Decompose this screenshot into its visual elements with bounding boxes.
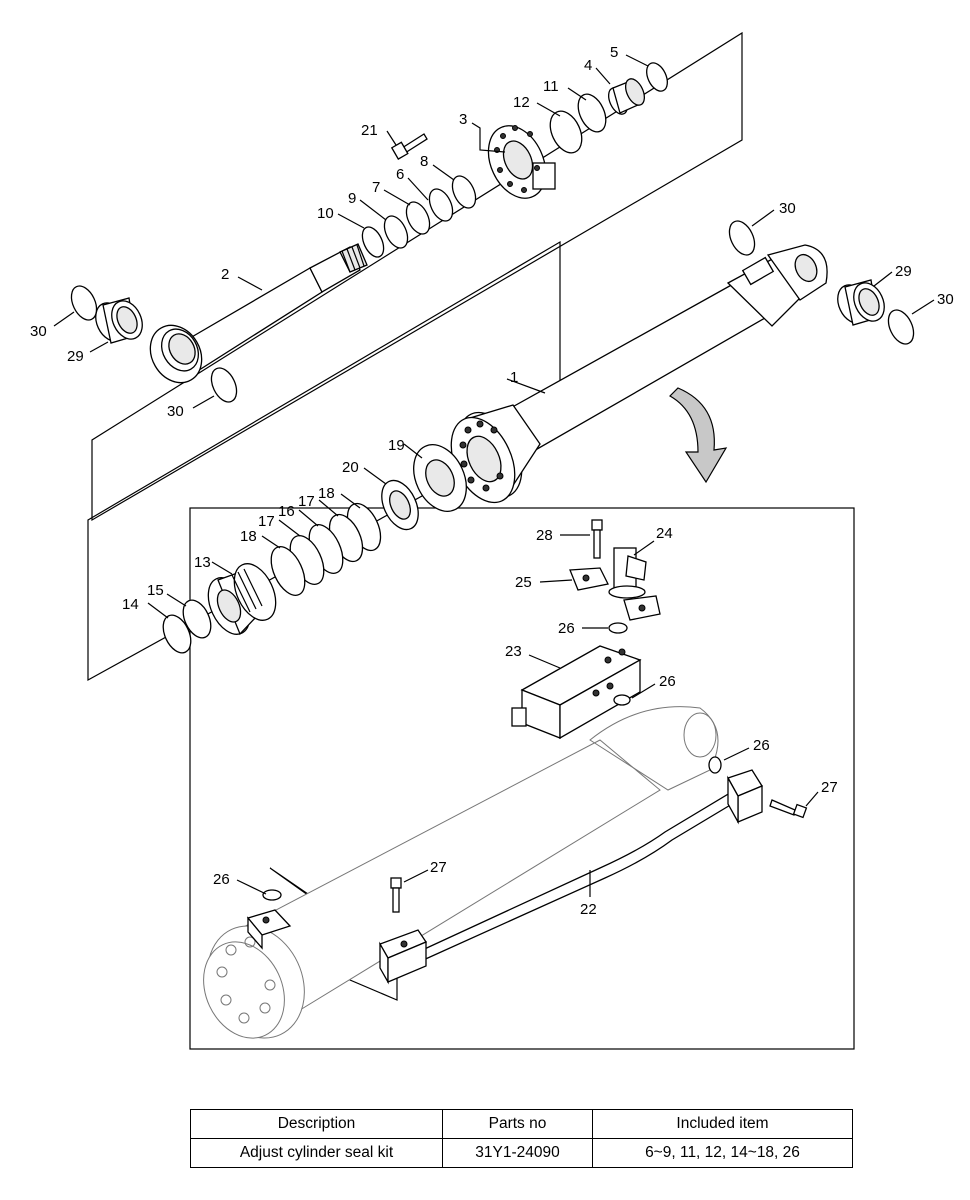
callout-25: 25 [515,574,532,591]
callout-24: 24 [656,525,673,542]
callout-28: 28 [536,527,553,544]
oring-26b [613,694,631,706]
seal-12 [549,110,583,154]
rod-cover-part [487,125,556,199]
retaining-ring-30a [70,285,98,321]
rod-assembly-panel [91,31,743,522]
callout-8: 8 [420,153,428,170]
bolt-27-upper [769,799,808,819]
callout-7: 7 [372,179,380,196]
seal-kit-table: Description Parts no Included item Adjus… [190,1109,853,1168]
callout-26d: 26 [213,871,230,888]
callout-17a: 17 [298,493,315,510]
seal-11 [577,93,607,133]
seal-15 [182,599,212,639]
callout-20: 20 [342,459,359,476]
cylinder-tube-ghost [203,706,719,1039]
callout-10: 10 [317,205,334,222]
callout-21: 21 [361,122,378,139]
bolt-27-lower [390,877,402,913]
pipe-flange-upper [246,909,292,950]
callout-27a: 27 [821,779,838,796]
seal-7 [405,201,431,235]
pin-bushing-right [837,279,885,326]
callout-29b: 29 [895,263,912,280]
callout-18a: 18 [318,485,335,502]
exploded-parts-diagram: 1 2 3 4 5 6 7 8 9 10 11 12 21 30 29 30 3… [30,31,954,1050]
callout-4: 4 [584,57,592,74]
callout-27b: 27 [430,859,447,876]
pipe-assembly-panel [189,507,855,1050]
seal-8 [451,175,477,209]
cylinder-tube-part [450,244,828,504]
callout-30a: 30 [30,323,47,340]
cell-included-item: 6~9, 11, 12, 14~18, 26 [592,1138,853,1168]
retaining-ring-30c [728,220,756,256]
cell-description: Adjust cylinder seal kit [190,1138,443,1168]
seal-18b [270,546,306,596]
oring-26c [708,756,722,774]
callout-22: 22 [580,901,597,918]
callout-15: 15 [147,582,164,599]
piston-13 [207,563,277,636]
callout-19: 19 [388,437,405,454]
callout-5: 5 [610,44,618,61]
callout-30b: 30 [167,403,184,420]
callout-26b: 26 [659,673,676,690]
callout-13: 13 [194,554,211,571]
leader-lines [53,54,935,897]
flange-25 [569,567,661,621]
callout-29a: 29 [67,348,84,365]
callout-23: 23 [505,643,522,660]
bolt-28 [591,519,603,559]
washer-20 [381,479,419,531]
seal-10 [361,226,385,258]
pin-bushing-left [95,297,143,344]
callout-26c: 26 [753,737,770,754]
callout-16: 16 [278,503,295,520]
bolt-21 [390,133,428,160]
elbow-fitting-24 [608,547,647,599]
piston-rod-part [149,243,368,384]
cell-parts-no: 31Y1-24090 [442,1138,593,1168]
detail-arrow [669,387,728,484]
oring-26d [262,889,282,901]
seal-14 [162,614,192,654]
check-valve-block-23 [511,645,642,740]
oring-26a [608,622,628,634]
callout-14: 14 [122,596,139,613]
callout-17b: 17 [258,513,275,530]
table-row: Adjust cylinder seal kit 31Y1-24090 6~9,… [190,1138,853,1168]
table-header-row: Description Parts no Included item [190,1109,853,1139]
retaining-ring-30d [887,309,915,345]
header-description: Description [190,1109,443,1139]
callout-2: 2 [221,266,229,283]
callout-3: 3 [459,111,467,128]
pipe-22 [379,769,763,985]
bushing-4 [607,78,646,115]
callout-1: 1 [510,369,518,386]
lock-nut-19 [413,444,467,512]
header-included-item: Included item [592,1109,853,1139]
header-parts-no: Parts no [442,1109,593,1139]
retaining-ring-30b [210,367,238,403]
callout-11: 11 [543,78,559,95]
callout-9: 9 [348,190,356,207]
callout-6: 6 [396,166,404,183]
callout-30d: 30 [937,291,954,308]
callout-12: 12 [513,94,530,111]
callout-18b: 18 [240,528,257,545]
seal-6 [428,188,454,222]
seal-9 [383,215,409,249]
snap-ring-5 [646,62,668,92]
callout-labels: 1 2 3 4 5 6 7 8 9 10 11 12 21 30 29 30 3… [30,44,954,918]
callout-26a: 26 [558,620,575,637]
callout-30c: 30 [779,200,796,217]
